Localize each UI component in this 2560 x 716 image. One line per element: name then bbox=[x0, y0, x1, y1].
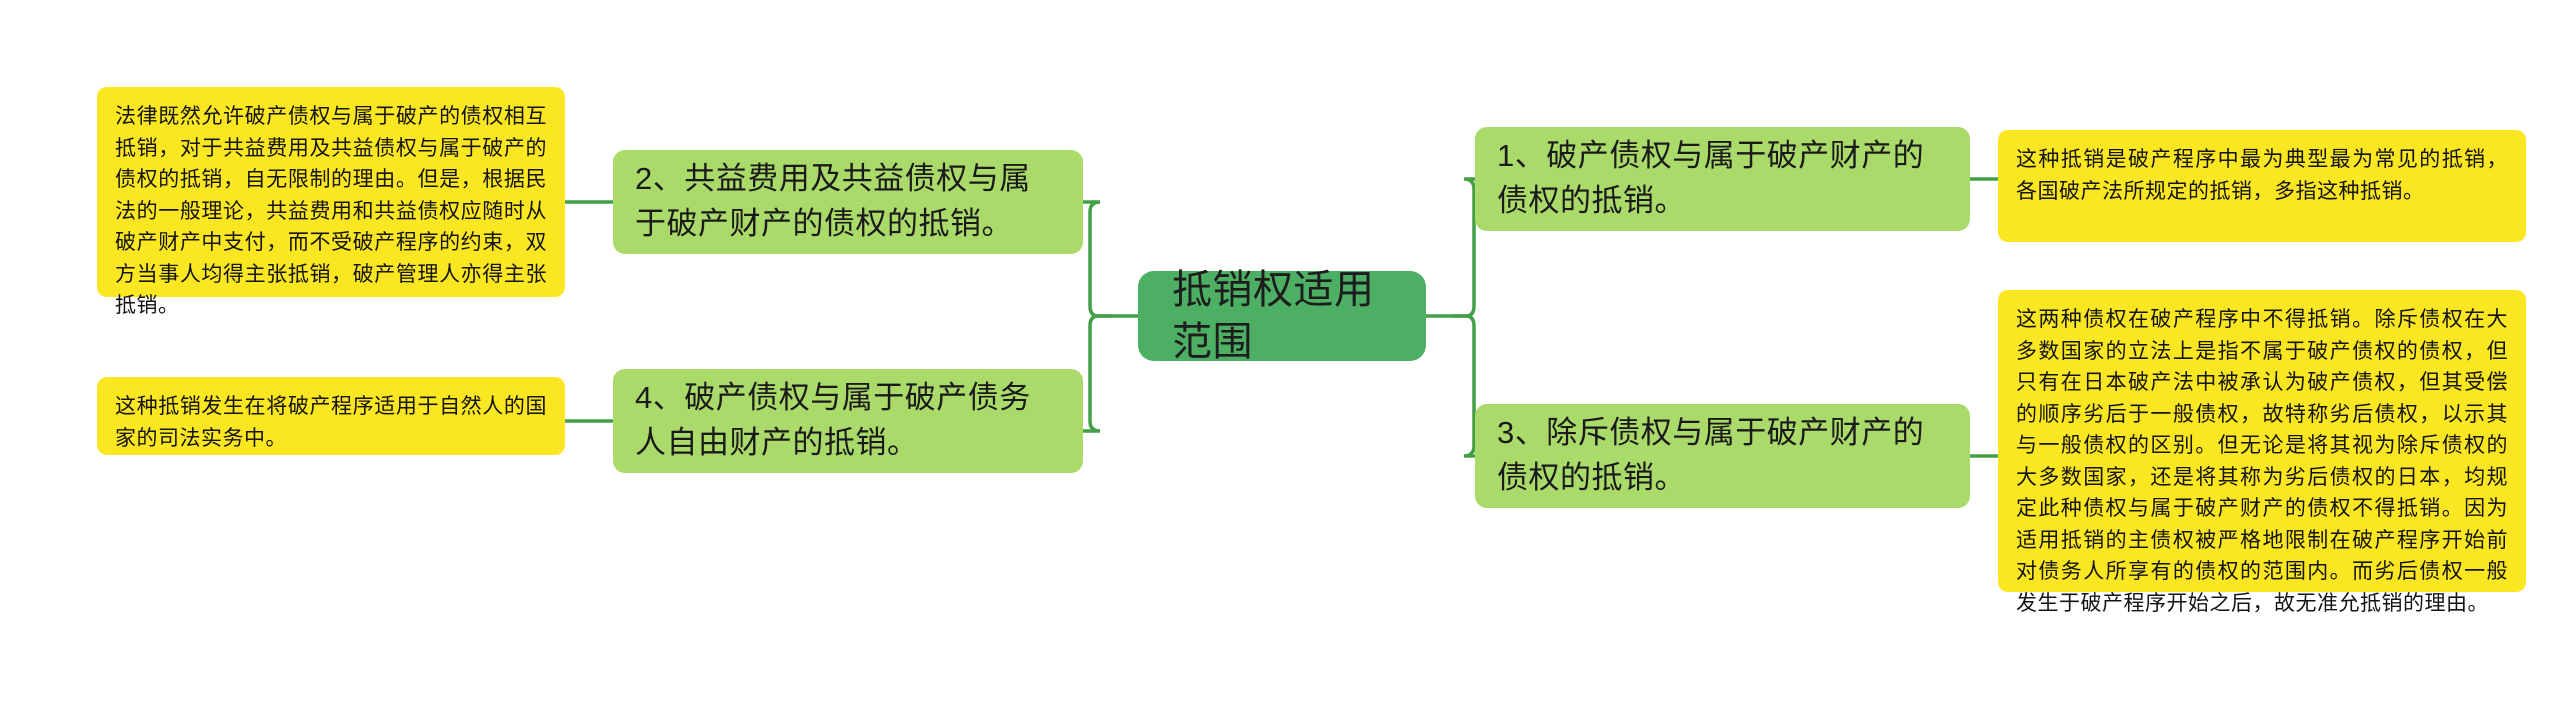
connector-root-to-branch-4 bbox=[1081, 314, 1112, 433]
branch-node-4[interactable]: 4、破产债权与属于破产债务人自由财产的抵销。 bbox=[613, 369, 1083, 473]
note-branch-3: 这两种债权在破产程序中不得抵销。除斥债权在大多数国家的立法上是指不属于破产债权的… bbox=[1998, 290, 2526, 615]
branch-node-3[interactable]: 3、除斥债权与属于破产财产的债权的抵销。 bbox=[1475, 404, 1970, 508]
note-branch-2-text: 法律既然允许破产债权与属于破产的债权相互抵销，对于共益费用及共益债权与属于破产的… bbox=[115, 105, 547, 317]
connector-root-to-branch-3 bbox=[1452, 314, 1477, 458]
branch-node-2-label: 2、共益费用及共益债权与属于破产财产的债权的抵销。 bbox=[635, 161, 1031, 241]
branch-node-4-label: 4、破产债权与属于破产债务人自由财产的抵销。 bbox=[635, 380, 1031, 460]
note-branch-2: 法律既然允许破产债权与属于破产的债权相互抵销，对于共益费用及共益债权与属于破产的… bbox=[97, 87, 565, 317]
root-node[interactable]: 抵销权适用范围 bbox=[1138, 268, 1426, 364]
branch-node-2[interactable]: 2、共益费用及共益债权与属于破产财产的债权的抵销。 bbox=[613, 150, 1083, 254]
root-node-label: 抵销权适用范围 bbox=[1172, 268, 1375, 364]
note-branch-1-text: 这种抵销是破产程序中最为典型最为常见的抵销，各国破产法所规定的抵销，多指这种抵销… bbox=[2016, 148, 2508, 203]
branch-node-1[interactable]: 1、破产债权与属于破产财产的债权的抵销。 bbox=[1475, 127, 1970, 231]
note-branch-4-text: 这种抵销发生在将破产程序适用于自然人的国家的司法实务中。 bbox=[115, 395, 547, 450]
connector-root-to-branch-1 bbox=[1452, 177, 1477, 318]
connector-root-to-branch-2 bbox=[1081, 200, 1112, 318]
branch-node-3-label: 3、除斥债权与属于破产财产的债权的抵销。 bbox=[1497, 415, 1925, 495]
note-branch-1: 这种抵销是破产程序中最为典型最为常见的抵销，各国破产法所规定的抵销，多指这种抵销… bbox=[1998, 130, 2526, 242]
branch-node-1-label: 1、破产债权与属于破产财产的债权的抵销。 bbox=[1497, 138, 1925, 218]
note-branch-3-text: 这两种债权在破产程序中不得抵销。除斥债权在大多数国家的立法上是指不属于破产债权的… bbox=[2016, 308, 2508, 615]
note-branch-4: 这种抵销发生在将破产程序适用于自然人的国家的司法实务中。 bbox=[97, 377, 565, 455]
